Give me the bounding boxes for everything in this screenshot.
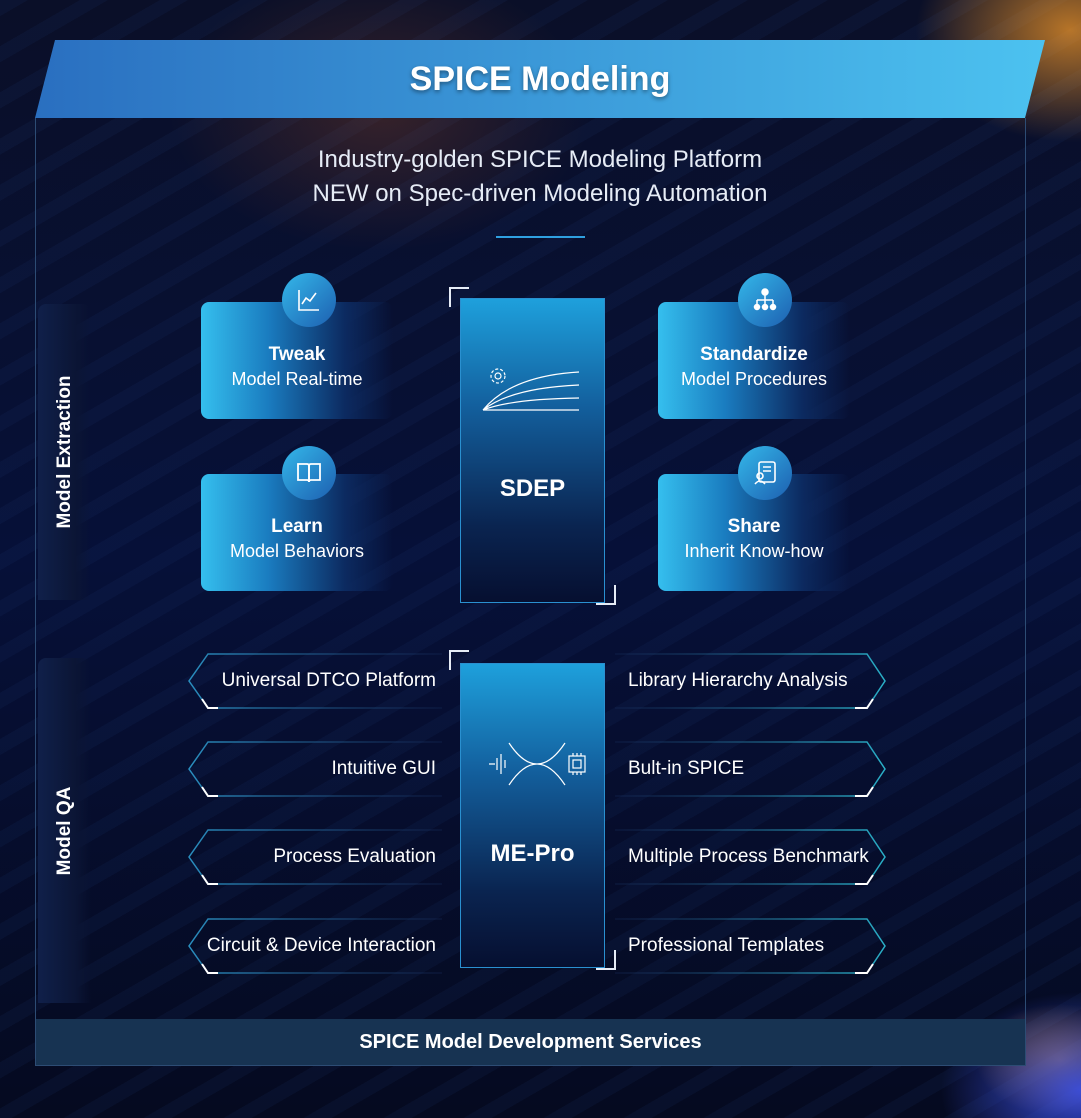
card-title: Learn (271, 516, 323, 537)
card-title: Share (727, 516, 781, 537)
product-name: ME-Pro (490, 840, 575, 867)
page-title: SPICE Modeling (409, 60, 671, 98)
feature-right-3: Professional Templates (615, 918, 887, 974)
subtitle-line-2: NEW on Spec-driven Modeling Automation (312, 180, 768, 207)
side-tab-label: Model QA (53, 786, 75, 875)
feature-left-2: Process Evaluation (188, 829, 442, 885)
hierarchy-icon (738, 273, 792, 327)
title-banner (35, 40, 1045, 118)
line-chart-icon (282, 273, 336, 327)
document-user-icon (738, 446, 792, 500)
wave-chip-icon (489, 742, 586, 786)
bracket-corner (596, 585, 616, 605)
card-text: Model Behaviors (229, 541, 365, 561)
feature-left-3: Circuit & Device Interaction (188, 918, 442, 974)
side-tab-model-qa: Model QA (38, 658, 91, 1003)
feature-label: Library Hierarchy Analysis (628, 670, 848, 691)
divider (496, 236, 585, 238)
feature-right-1: Bult-in SPICE (615, 741, 887, 797)
feature-label: Universal DTCO Platform (221, 670, 436, 691)
feature-label: Intuitive GUI (331, 758, 436, 779)
bracket-corner (449, 650, 469, 670)
bracket-corner (449, 287, 469, 307)
feature-left-0: Universal DTCO Platform (188, 653, 442, 709)
feature-label: Circuit & Device Interaction (206, 935, 436, 956)
feature-label: Bult-in SPICE (628, 758, 745, 779)
feature-label: Professional Templates (628, 935, 825, 956)
content-frame (35, 118, 1026, 1066)
feature-right-0: Library Hierarchy Analysis (615, 653, 887, 709)
card-title: Tweak (268, 344, 326, 365)
card-text: Model Real-time (231, 369, 363, 389)
product-me-pro: ME-Pro (460, 663, 605, 968)
side-tab-model-extraction: Model Extraction (38, 304, 91, 600)
gear-curves-icon (482, 368, 580, 411)
card-title: Standardize (700, 344, 808, 365)
bracket-corner (596, 950, 616, 970)
feature-label: Multiple Process Benchmark (628, 846, 869, 867)
feature-right-2: Multiple Process Benchmark (615, 829, 887, 885)
card-text: Model Procedures (680, 369, 828, 389)
card-text: Inherit Know-how (684, 541, 824, 561)
footer-services-bar: SPICE Model Development Services (36, 1019, 1025, 1065)
feature-label: Process Evaluation (273, 846, 436, 867)
side-tab-label: Model Extraction (53, 375, 75, 529)
product-sdep: SDEP (460, 298, 605, 603)
product-name: SDEP (499, 475, 566, 502)
subtitle-line-1: Industry-golden SPICE Modeling Platform (317, 146, 763, 173)
book-icon (282, 446, 336, 500)
feature-left-1: Intuitive GUI (188, 741, 442, 797)
